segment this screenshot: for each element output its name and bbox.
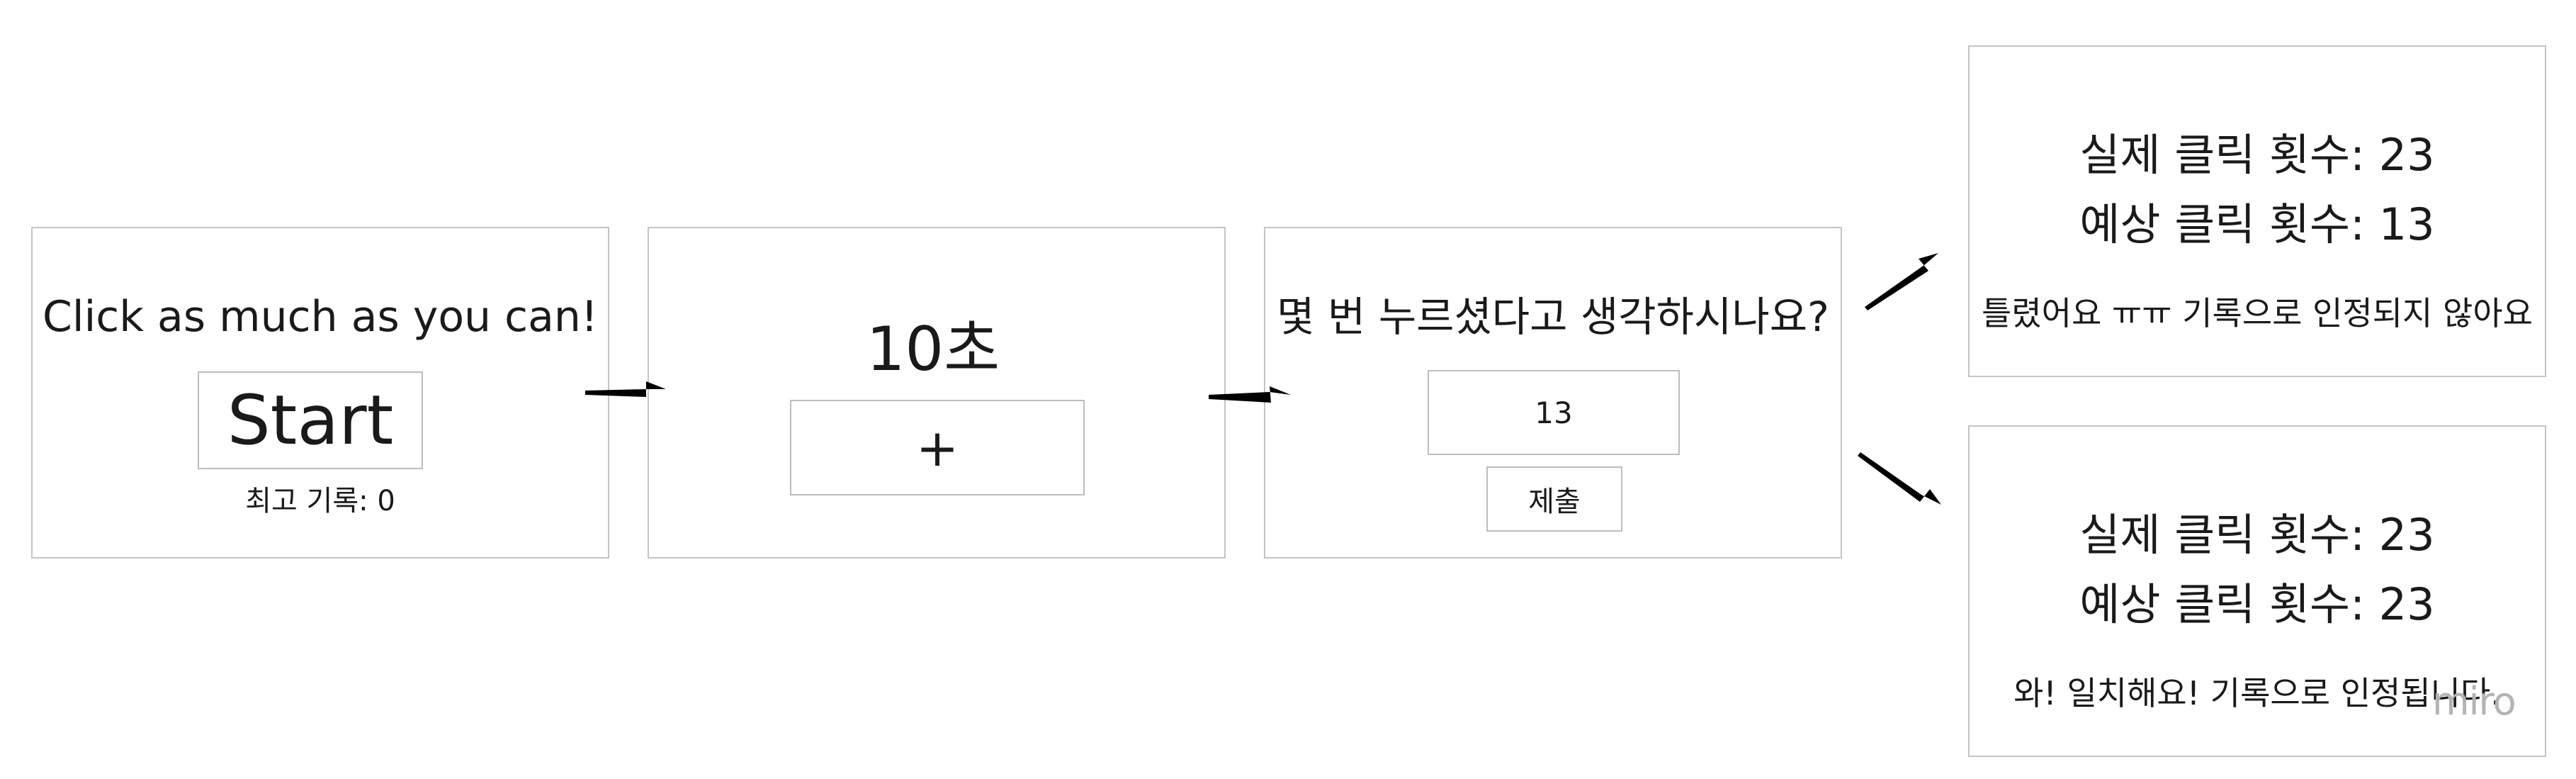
actual-count-label: 실제 클릭 횟수: 23 [2079, 129, 2435, 181]
guess-screen: 몇 번 누르셨다고 생각하시나요? 13 제출 [1264, 227, 1842, 559]
play-screen: 10초 + [648, 227, 1226, 559]
guess-input[interactable]: 13 [1428, 370, 1680, 455]
arrow-start-to-play [585, 381, 666, 397]
best-record-label: 최고 기록: 0 [245, 485, 395, 517]
result-wrong-screen: 실제 클릭 횟수: 23 예상 클릭 횟수: 13 틀렸어요 ㅠㅠ 기록으로 인… [1968, 45, 2546, 377]
plus-button[interactable]: + [790, 400, 1085, 495]
start-button[interactable]: Start [198, 371, 423, 469]
arrow-guess-to-wrong [1865, 253, 1938, 310]
actual-count-label: 실제 클릭 횟수: 23 [2079, 509, 2435, 561]
arrow-guess-to-right [1858, 452, 1941, 505]
expected-count-label: 예상 클릭 횟수: 13 [2079, 198, 2435, 250]
result-message: 틀렸어요 ㅠㅠ 기록으로 인정되지 않아요 [1982, 294, 2533, 332]
start-title: Click as much as you can! [43, 292, 598, 342]
miro-watermark: miro [2432, 679, 2516, 724]
timer-label: 10초 [866, 314, 1000, 385]
result-right-screen: 실제 클릭 횟수: 23 예상 클릭 횟수: 23 와! 일치해요! 기록으로 … [1968, 425, 2546, 757]
expected-count-label: 예상 클릭 횟수: 23 [2079, 578, 2435, 630]
arrow-play-to-guess [1209, 386, 1291, 403]
submit-button[interactable]: 제출 [1486, 466, 1622, 532]
result-message: 와! 일치해요! 기록으로 인정됩니다. [2013, 674, 2501, 712]
guess-question: 몇 번 누르셨다고 생각하시나요? [1277, 293, 1829, 341]
start-screen: Click as much as you can! Start 최고 기록: 0 [31, 227, 609, 559]
